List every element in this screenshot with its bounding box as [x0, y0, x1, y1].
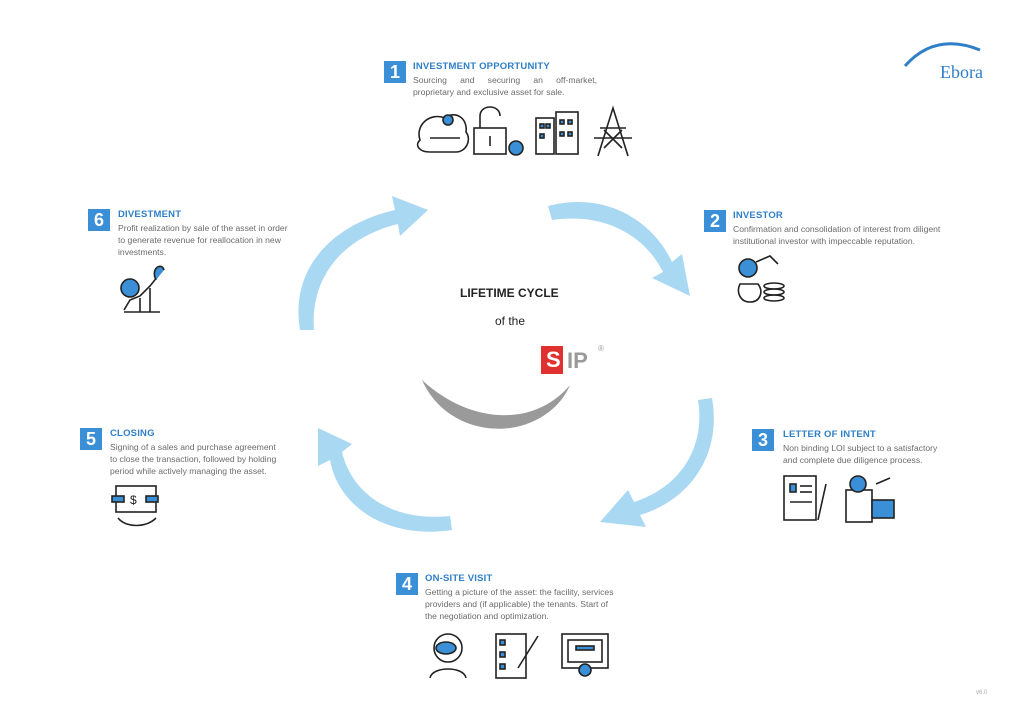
padlock-dollar-icon	[473, 106, 524, 156]
certificate-icon	[561, 633, 609, 677]
step-3-number: 3	[752, 429, 774, 451]
step-5-desc-line-3: period while actively managing the asset…	[110, 466, 267, 476]
brand-registered-mark: ®	[598, 344, 604, 353]
version-label: v6.0	[976, 690, 988, 696]
step-6-desc-line-3: investments.	[118, 247, 167, 257]
brand-s-box	[541, 346, 563, 374]
power-tower-icon	[594, 105, 632, 157]
step-1-number: 1	[384, 61, 406, 83]
step-4-desc-line-1: Getting a picture of the asset: the faci…	[425, 587, 614, 597]
step-3-desc-line-2: and complete due diligence process.	[783, 455, 923, 465]
step-5-desc-line-2: to close the transaction, followed by ho…	[110, 454, 277, 464]
inspector-eye-icon	[429, 633, 467, 679]
step-3-title: LETTER OF INTENT	[783, 429, 876, 440]
step-5-title: CLOSING	[110, 428, 155, 439]
brain-icon	[416, 114, 470, 153]
step-4-title: ON-SITE VISIT	[425, 573, 493, 584]
document-pen-icon	[783, 475, 827, 521]
calculator-percent-icon	[845, 475, 895, 523]
step-3-desc-line-1: Non binding LOI subject to a satisfactor…	[783, 443, 938, 453]
brand-s: S	[546, 347, 561, 372]
step-2-title: INVESTOR	[733, 210, 783, 221]
step-1-desc-line-2: proprietary and exclusive asset for sale…	[413, 87, 565, 97]
growth-plant-icon	[120, 265, 165, 313]
step-2-desc-line-2: institutional investor with impeccable r…	[733, 236, 915, 246]
step-6-desc-line-2: to generate revenue for reallocation in …	[118, 235, 281, 245]
logo-text: Ebora	[940, 62, 983, 82]
buildings-icon	[535, 111, 579, 155]
step-6-desc-line-1: Profit realization by sale of the asset …	[118, 223, 288, 233]
money-bag-coins-icon	[737, 255, 785, 303]
step-2-desc-line-1: Confirmation and consolidation of intere…	[733, 224, 941, 234]
center-subtitle: of the	[495, 314, 526, 328]
logo-arc	[903, 42, 981, 67]
arrow-3-to-4	[600, 398, 714, 527]
svg-text:$: $	[130, 493, 137, 507]
step-5-number: 5	[80, 428, 102, 450]
handshake-contract-icon: $	[111, 485, 159, 527]
center-grey-arc	[422, 380, 570, 429]
arrow-6-to-1	[298, 196, 428, 330]
center-title: LIFETIME CYCLE	[460, 286, 559, 300]
step-2-number: 2	[704, 210, 726, 232]
step-6-number: 6	[88, 209, 110, 231]
step-4-desc-line-3: the negotiation and optimization.	[425, 611, 549, 621]
brand-ip: IP	[567, 348, 588, 373]
cycle-arrows	[298, 196, 714, 532]
arrow-1-to-2	[548, 202, 690, 296]
arrow-4-to-5	[318, 428, 452, 532]
step-1-desc-line-1: Sourcing and securing an off-market,	[413, 75, 597, 85]
step-4-number: 4	[396, 573, 418, 595]
step-1-title: INVESTMENT OPPORTUNITY	[413, 61, 550, 72]
checklist-pen-icon	[495, 633, 539, 679]
step-5-desc-line-1: Signing of a sales and purchase agreemen…	[110, 442, 276, 452]
step-6-title: DIVESTMENT	[118, 209, 182, 220]
step-4-desc-line-2: providers and (if applicable) the tenant…	[425, 599, 608, 609]
